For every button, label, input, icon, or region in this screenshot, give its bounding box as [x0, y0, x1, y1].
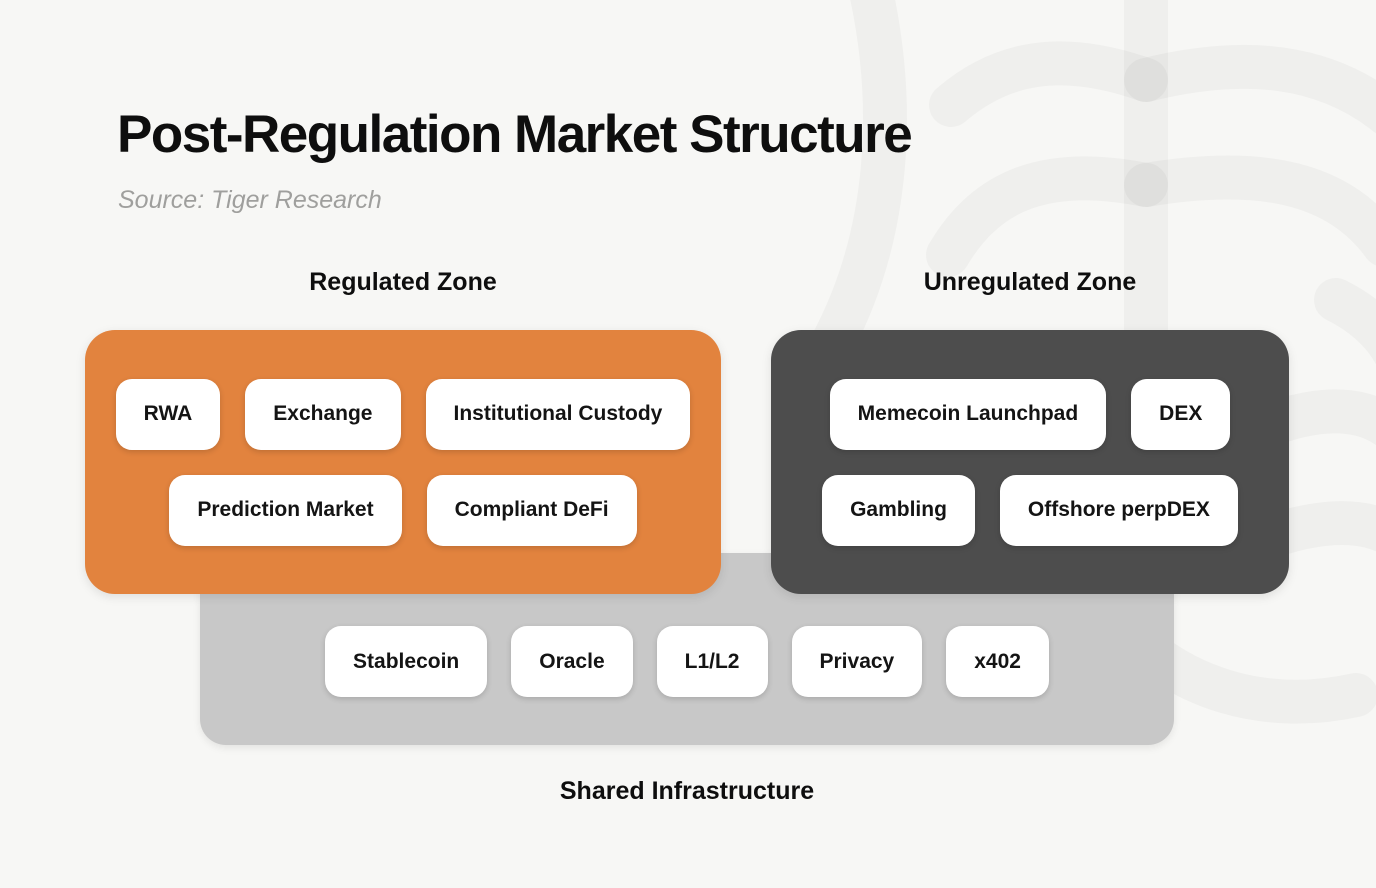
chip-exchange: Exchange [245, 378, 401, 450]
shared-infrastructure-label: Shared Infrastructure [559, 777, 815, 805]
unregulated-zone-row-1: Memecoin Launchpad DEX [771, 378, 1289, 450]
chip-offshore-perpdex: Offshore perpDEX [999, 474, 1238, 546]
regulated-zone-row-2: Prediction Market Compliant DeFi [85, 474, 721, 546]
unregulated-zone-header: Unregulated Zone [923, 268, 1137, 296]
chip-dex: DEX [1131, 378, 1231, 450]
chip-privacy: Privacy [791, 626, 923, 697]
regulated-zone-row-1: RWA Exchange Institutional Custody [85, 378, 721, 450]
chip-stablecoin: Stablecoin [325, 626, 488, 697]
source-caption: Source: Tiger Research [118, 186, 382, 214]
unregulated-zone-panel: Memecoin Launchpad DEX Gambling Offshore p… [771, 330, 1289, 594]
chip-l1-l2: L1/L2 [656, 626, 768, 697]
chip-gambling: Gambling [822, 474, 975, 546]
regulated-zone-panel: RWA Exchange Institutional Custody Predict… [85, 330, 721, 594]
regulated-zone-header: Regulated Zone [309, 268, 497, 296]
unregulated-zone-row-2: Gambling Offshore perpDEX [771, 474, 1289, 546]
chip-institutional-custody: Institutional Custody [425, 378, 691, 450]
chip-prediction-market: Prediction Market [169, 474, 402, 546]
chip-compliant-defi: Compliant DeFi [426, 474, 637, 546]
chip-memecoin-launchpad: Memecoin Launchpad [829, 378, 1107, 450]
page-title: Post-Regulation Market Structure [117, 105, 913, 164]
chip-x402: x402 [946, 626, 1049, 697]
chip-oracle: Oracle [511, 626, 633, 697]
chip-rwa: RWA [115, 378, 221, 450]
